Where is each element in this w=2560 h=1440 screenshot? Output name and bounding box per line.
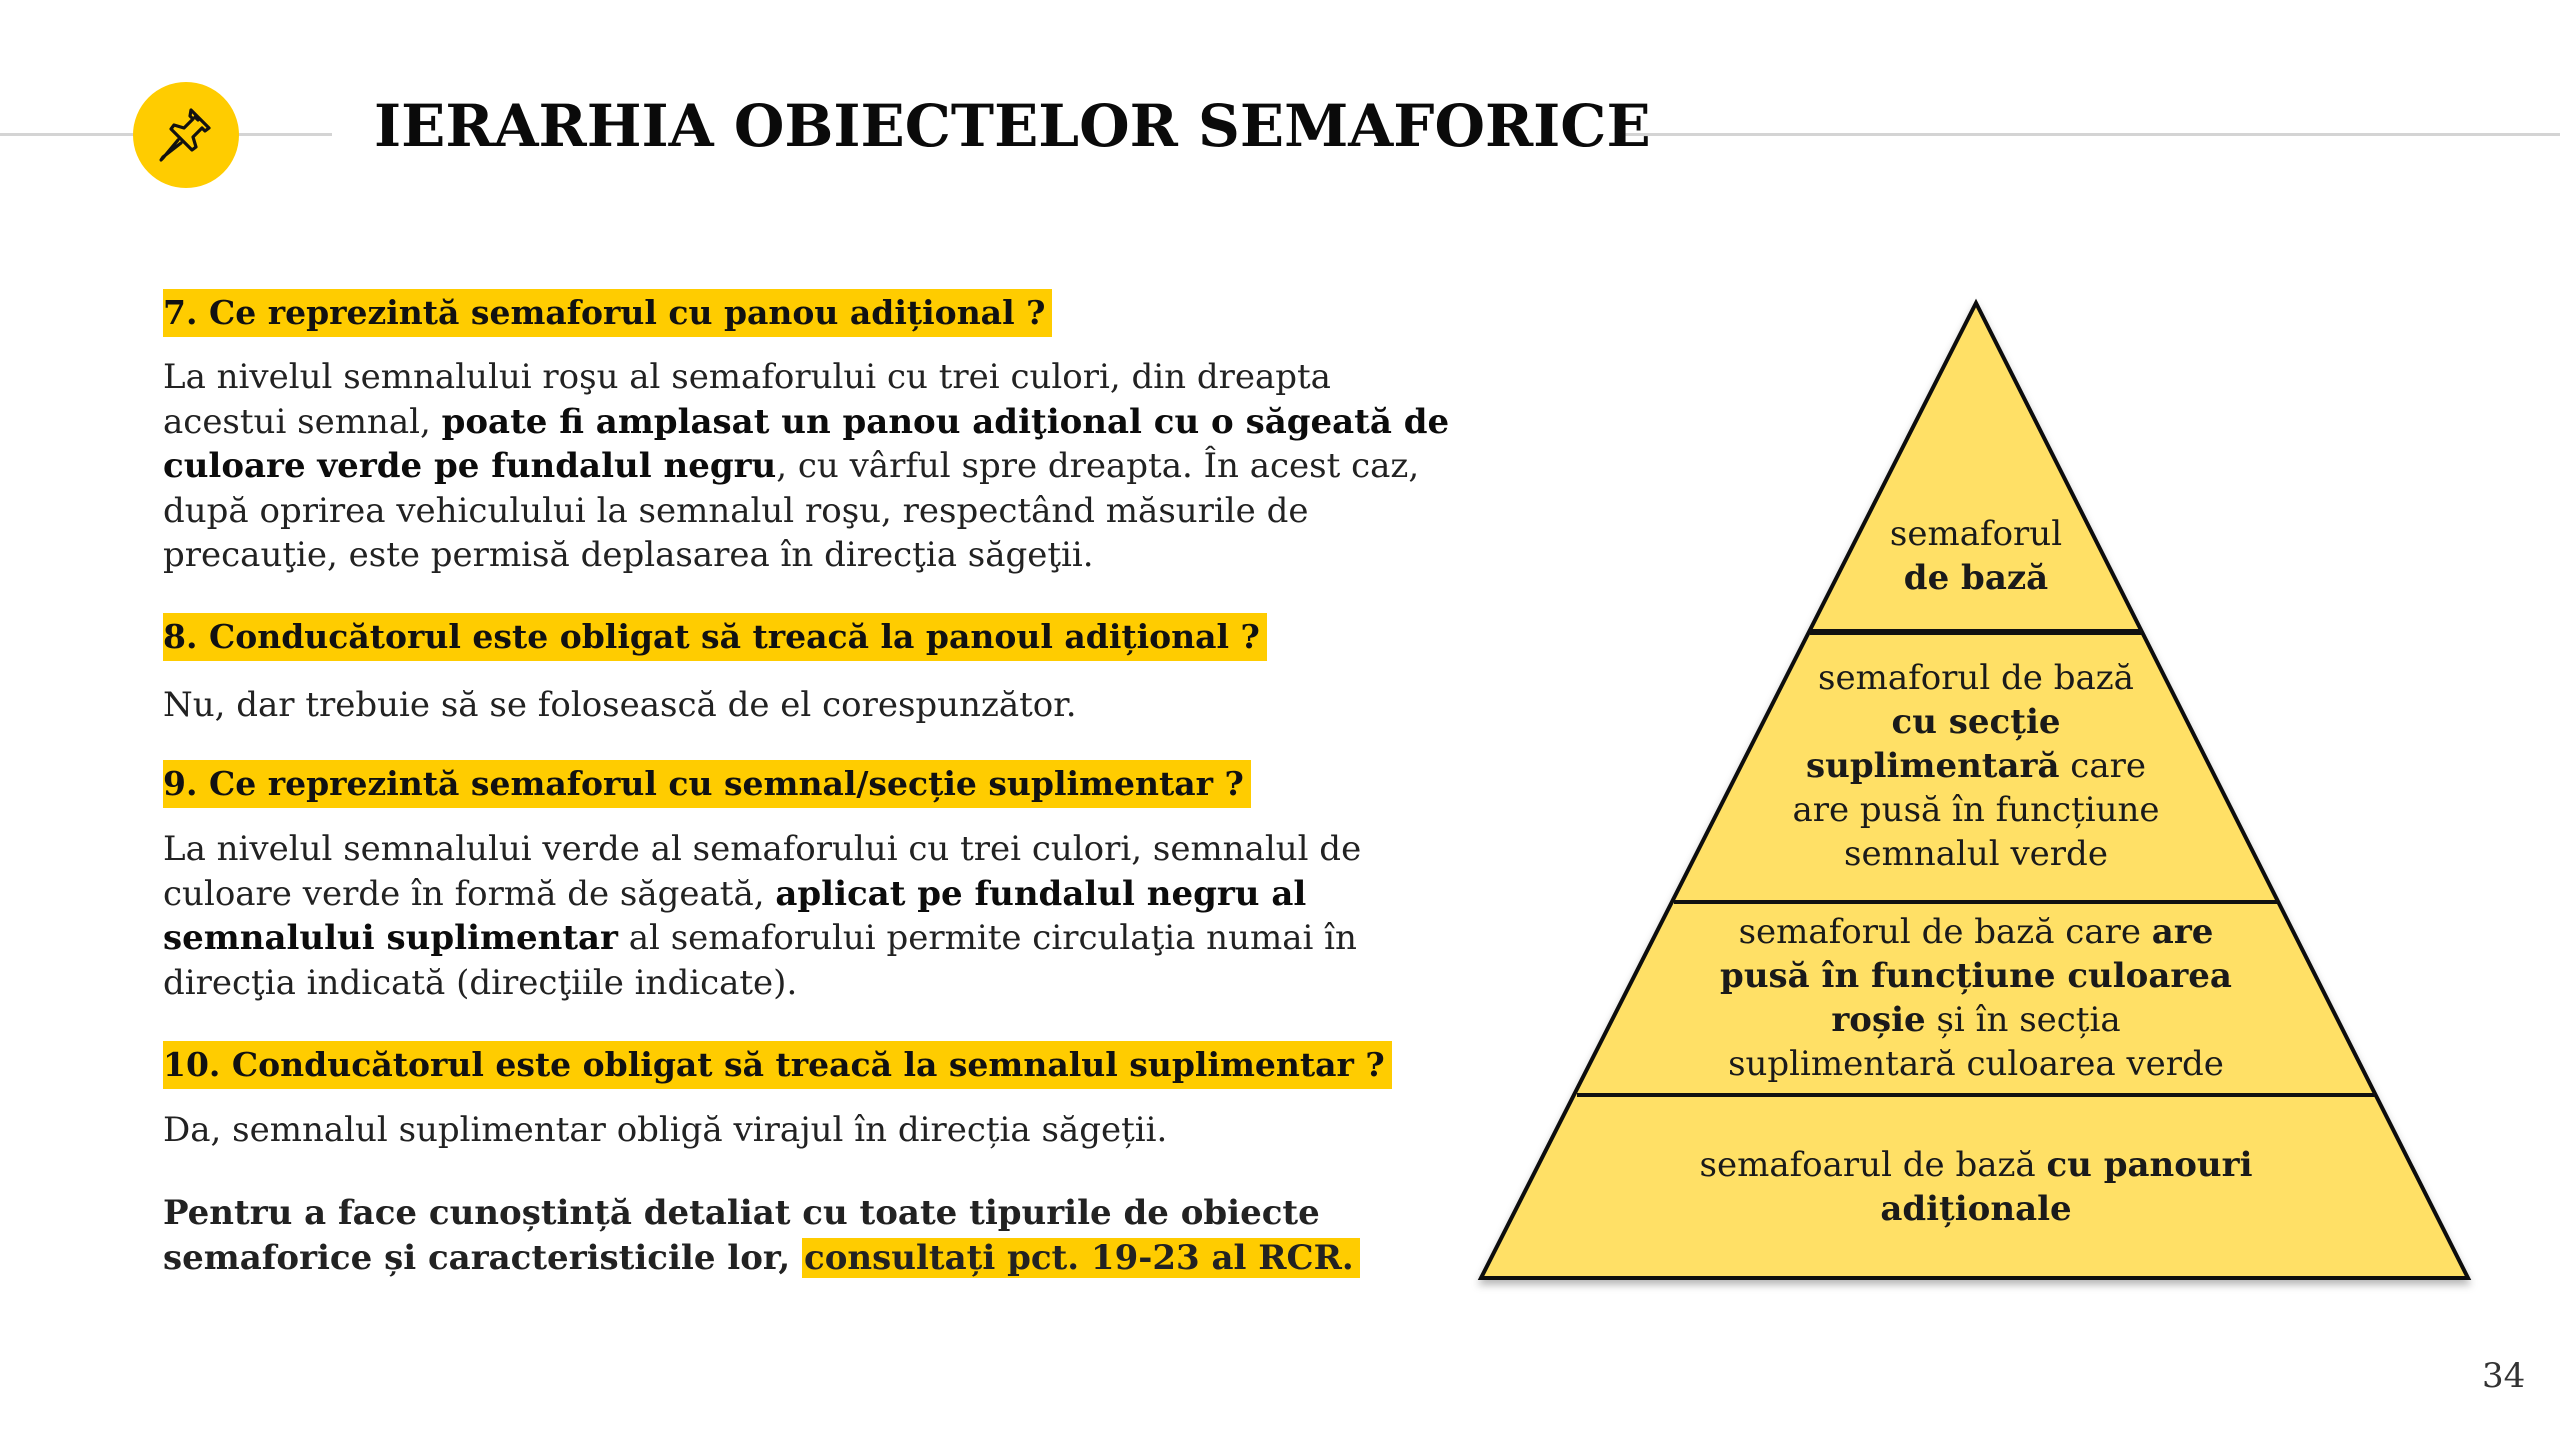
bold-run: poate fi amplasat un panou adiţional cu … (441, 401, 1450, 442)
bold-run: semnalului suplimentar (163, 918, 618, 958)
text-run: culoare verde în formă de săgeată, (163, 873, 776, 914)
page-title: IERARHIA OBIECTELOR SEMAFORICE (374, 92, 1651, 160)
text-line: semaforul (1890, 512, 2062, 556)
text-line: cu secție (1792, 700, 2159, 744)
question-7: 7. Ce reprezintă semaforul cu panou adiț… (163, 289, 1053, 337)
text-run: suplimentară culoarea verde (1728, 1044, 2224, 1084)
bold-run: cu secție (1891, 702, 2061, 742)
text-line: după oprirea vehiculului la semnalul roş… (163, 489, 1449, 534)
text-run: precauţie, este permisă deplasarea în di… (163, 535, 1094, 575)
text-line: direcţia indicată (direcţiile indicate). (163, 961, 1361, 1006)
text-run: acestui semnal, (163, 401, 442, 442)
answer-9: La nivelul semnalului verde al semaforul… (163, 827, 1361, 1005)
text-run: Nu, dar trebuie să se folosească de el c… (163, 685, 1077, 725)
question-10: 10. Conducătorul este obligat să treacă … (163, 1041, 1392, 1089)
bold-run: suplimentară (1806, 746, 2060, 786)
text-run: care (2059, 746, 2146, 786)
text-run: Da, semnalul suplimentar obligă virajul … (163, 1110, 1168, 1150)
bold-run: roșie (1831, 1000, 1926, 1040)
text-line: semaforul de bază care are (1720, 910, 2232, 954)
text-line: pusă în funcțiune culoarea (1720, 954, 2232, 998)
text-run: și în secția (1925, 1000, 2121, 1040)
text-run: semnalul verde (1844, 834, 2108, 874)
text-line: semnalului suplimentar al semaforului pe… (163, 916, 1361, 961)
text-line: culoare verde pe fundalul negru, cu vârf… (163, 444, 1449, 489)
bold-run: adiționale (1880, 1189, 2072, 1229)
answer-8: Nu, dar trebuie să se folosească de el c… (163, 683, 1077, 728)
text-line: roșie și în secția (1720, 998, 2232, 1042)
question-9: 9. Ce reprezintă semaforul cu semnal/sec… (163, 760, 1251, 808)
text-line: precauţie, este permisă deplasarea în di… (163, 533, 1449, 578)
bold-run: culoare verde pe fundalul negru (163, 446, 777, 486)
text-run: are pusă în funcțiune (1792, 790, 2160, 830)
text-line: acestui semnal, poate fi amplasat un pan… (163, 400, 1449, 445)
question-8: 8. Conducătorul este obligat să treacă l… (163, 613, 1267, 661)
answer-10: Da, semnalul suplimentar obligă virajul … (163, 1108, 1167, 1153)
pushpin-icon (159, 108, 211, 162)
bold-run: cu panouri (2046, 1145, 2253, 1185)
text-line: semafoarul de bază cu panouri (1700, 1143, 2253, 1187)
bold-run: aplicat pe fundalul negru al (775, 873, 1307, 914)
text-run: după oprirea vehiculului la semnalul roş… (163, 490, 1309, 531)
text-run: direcţia indicată (direcţiile indicate). (163, 962, 798, 1003)
bold-run: are (2151, 912, 2214, 952)
text-line: semaforul de bază (1792, 656, 2159, 700)
text-line: Da, semnalul suplimentar obligă virajul … (163, 1108, 1167, 1153)
text-line: are pusă în funcțiune (1792, 788, 2159, 832)
reference-note-line-2: semaforice și caracteristicile lor, cons… (163, 1236, 1360, 1281)
text-run: , cu vârful spre dreapta. În acest caz, (776, 446, 1420, 486)
text-line: suplimentară culoarea verde (1720, 1042, 2232, 1086)
bold-run: de bază (1903, 558, 2049, 598)
pushpin-badge (133, 82, 239, 188)
text-line: culoare verde în formă de săgeată, aplic… (163, 872, 1361, 917)
bold-run: pusă în funcțiune culoarea (1720, 956, 2232, 996)
text-run: semaforul de bază (1818, 658, 2134, 698)
reference-note-highlight: consultați pct. 19-23 al RCR. (802, 1237, 1360, 1278)
text-run: al semaforului permite circulaţia numai … (617, 918, 1357, 958)
text-run: La nivelul semnalului verde al semaforul… (163, 829, 1362, 869)
text-run: semaforul (1889, 514, 2063, 554)
text-line: La nivelul semnalului verde al semaforul… (163, 827, 1361, 872)
text-run: semafoarul de bază (1699, 1145, 2047, 1185)
text-line: de bază (1890, 556, 2062, 600)
text-line: Nu, dar trebuie să se folosească de el c… (163, 683, 1077, 728)
text-run: semaforul de bază care (1738, 912, 2152, 952)
reference-note: Pentru a face cunoștință detaliat cu toa… (163, 1191, 1360, 1280)
reference-note-line-1: Pentru a face cunoștință detaliat cu toa… (163, 1193, 1320, 1233)
text-line: suplimentară care (1792, 744, 2159, 788)
pyramid-body (1477, 298, 2472, 1280)
reference-note-prefix: semaforice și caracteristicile lor, (163, 1237, 802, 1278)
text-line: adiționale (1700, 1187, 2253, 1231)
text-line: semnalul verde (1792, 832, 2159, 876)
header-rule-right (1616, 133, 2560, 136)
text-line: La nivelul semnalului roşu al semaforulu… (163, 355, 1449, 400)
text-run: La nivelul semnalului roşu al semaforulu… (163, 357, 1331, 397)
page-number: 34 (2482, 1356, 2526, 1396)
answer-7: La nivelul semnalului roşu al semaforulu… (163, 355, 1449, 578)
